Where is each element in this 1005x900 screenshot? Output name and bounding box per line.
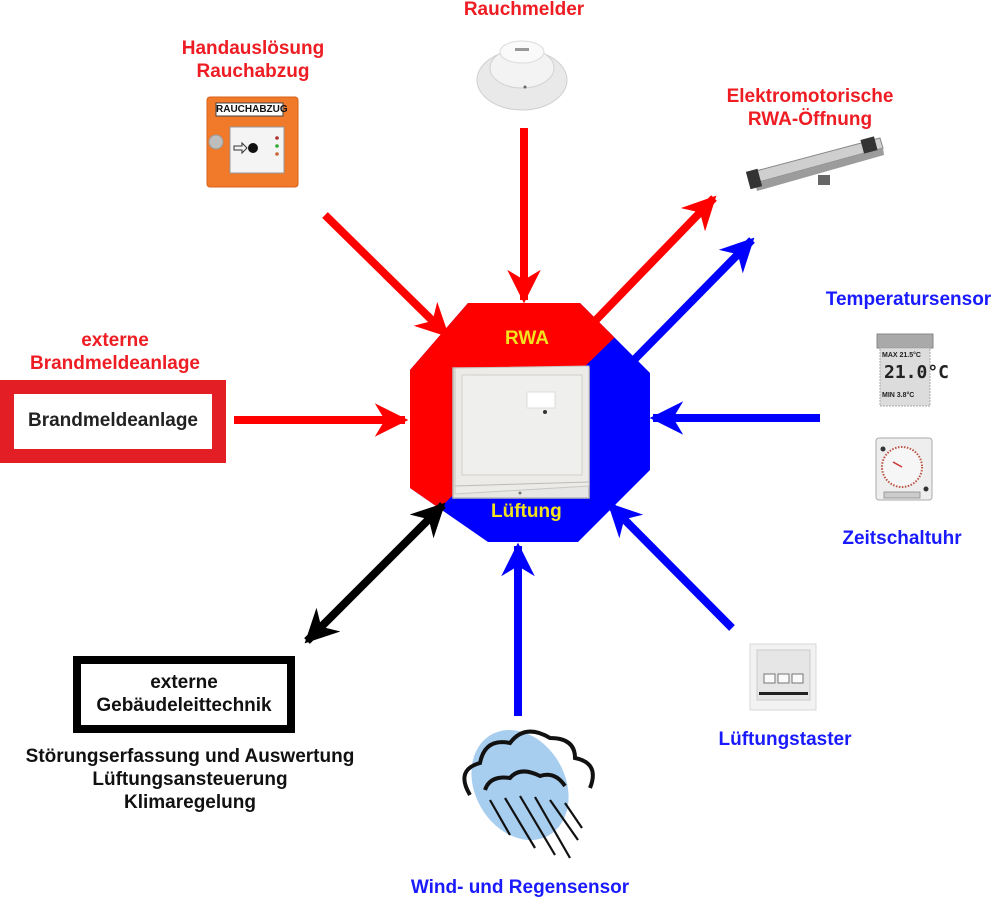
cloud-rain-icon [462, 729, 595, 859]
control-panel-device [452, 365, 590, 499]
temperature-display-main: 21.0°C [884, 362, 950, 383]
arrow-ventilation-button-to-center [607, 502, 735, 631]
manual-release-label: Handauslösung Rauchabzug [181, 38, 325, 82]
fire-alarm-box: Brandmeldeanlage [0, 380, 226, 463]
rwa-section-label: RWA [505, 328, 549, 349]
arrow-building-automation-bidirectional [304, 502, 446, 644]
function-item: Lüftungsansteuerung [92, 768, 288, 790]
manual-release-device-text: RAUCHABZUG [216, 104, 288, 115]
smoke-detector-device [476, 40, 568, 111]
function-item: Klimaregelung [124, 791, 256, 813]
timer-device [875, 437, 933, 501]
temperature-display-max: MAX 21.5°C [882, 352, 921, 359]
building-automation-functions: Störungserfassung und Auswertung Lüftung… [0, 746, 380, 814]
function-item: Störungserfassung und Auswertung [25, 746, 355, 767]
actuator-device [745, 136, 884, 191]
temperature-sensor-label: Temperatursensor [825, 289, 992, 310]
ventilation-button-label: Lüftungstaster [718, 729, 852, 750]
arrow-center-to-actuator-ventilation [629, 237, 755, 365]
weather-sensor-label: Wind- und Regensensor [410, 877, 630, 898]
ventilation-button-device [749, 643, 817, 711]
fire-alarm-label: externe Brandmeldeanlage [30, 330, 200, 374]
timer-label: Zeitschaltuhr [842, 528, 962, 549]
temperature-sensor-device [876, 333, 934, 407]
building-automation-box: externe Gebäudeleittechnik [73, 656, 295, 733]
actuator-label: Elektromotorische RWA-Öffnung [726, 86, 894, 130]
arrow-center-to-actuator-rwa [593, 195, 717, 323]
temperature-display-min: MIN 3.8°C [882, 392, 915, 399]
smoke-detector-label: Rauchmelder [463, 0, 585, 20]
ventilation-section-label: Lüftung [491, 501, 562, 522]
manual-release-device [206, 96, 299, 188]
arrow-manual-release-to-center [322, 212, 450, 338]
